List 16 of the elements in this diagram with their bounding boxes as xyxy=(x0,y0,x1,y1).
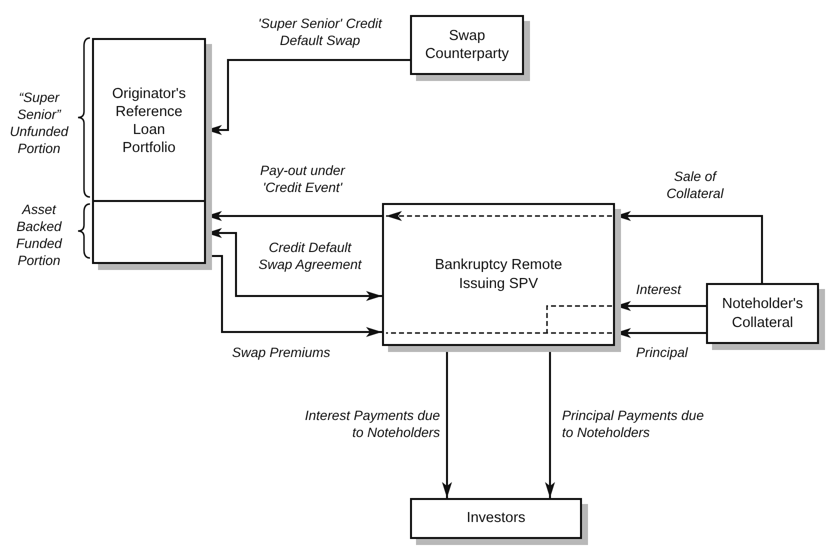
edge-label: Sale of Collateral xyxy=(665,169,725,203)
edge-label: Principal xyxy=(636,345,689,362)
node-label: Swap Counterparty xyxy=(424,26,510,64)
node-label: Investors xyxy=(466,509,526,528)
edge-label: Credit Default Swap Agreement xyxy=(257,240,363,274)
edge-label: Interest xyxy=(636,282,682,299)
portion-label: Asset Backed Funded Portion xyxy=(15,202,64,270)
edge-label: Pay-out under 'Credit Event' xyxy=(259,163,346,197)
portion-label: “Super Senior” Unfunded Portion xyxy=(8,90,70,158)
edge-label: Interest Payments due to Noteholders xyxy=(304,408,440,442)
node-label: Bankruptcy Remote Issuing SPV xyxy=(434,256,564,293)
edge-label: Principal Payments due to Noteholders xyxy=(562,408,705,442)
edge-label: Swap Premiums xyxy=(232,345,332,362)
edge-label: 'Super Senior' Credit Default Swap xyxy=(257,16,384,50)
node-label: Originator's Reference Loan Portfolio xyxy=(111,84,187,158)
node-label: Noteholder's Collateral xyxy=(721,295,804,332)
